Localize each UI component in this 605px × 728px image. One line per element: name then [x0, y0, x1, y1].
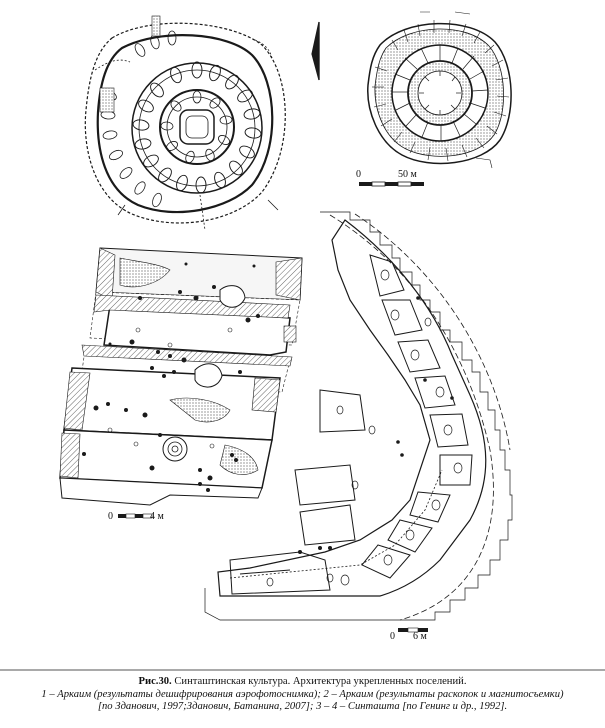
plan-2-arkaim-excavation [367, 11, 512, 169]
scale-arkaim-zero: 0 [356, 169, 361, 180]
plan-1-arkaim-aerial [84, 15, 286, 231]
figure: 0 50 м 0 4 м 0 6 м [0, 11, 605, 671]
scale-bar-house [118, 513, 153, 519]
figure-number: Рис.30. [138, 676, 172, 687]
scale-house-length: 4 м [150, 511, 164, 522]
scale-bar-arkaim [359, 181, 424, 187]
figure-caption: Рис.30. Синташтинская культура. Архитект… [0, 676, 605, 714]
caption-line-2: 1 – Аркаим (результаты дешифрирования аэ… [41, 688, 564, 700]
figure-drawings [0, 11, 605, 671]
scale-sintashta-zero: 0 [390, 631, 395, 642]
plan-3-sintashta-houses [59, 247, 303, 506]
north-arrow-icon [311, 21, 320, 81]
scale-house-zero: 0 [108, 511, 113, 522]
caption-line-3: [по Зданович, 1997;Зданович, Батанина, 2… [97, 701, 508, 712]
scale-arkaim-length: 50 м [398, 169, 417, 180]
caption-title: Рис.30. Синташтинская культура. Архитект… [0, 676, 605, 689]
scale-sintashta-length: 6 м [413, 631, 427, 642]
plan-4-sintashta-arc [204, 211, 513, 621]
scale-bar-sintashta [398, 627, 428, 633]
figure-title: Синташтинская культура. Архитектура укре… [174, 676, 467, 687]
